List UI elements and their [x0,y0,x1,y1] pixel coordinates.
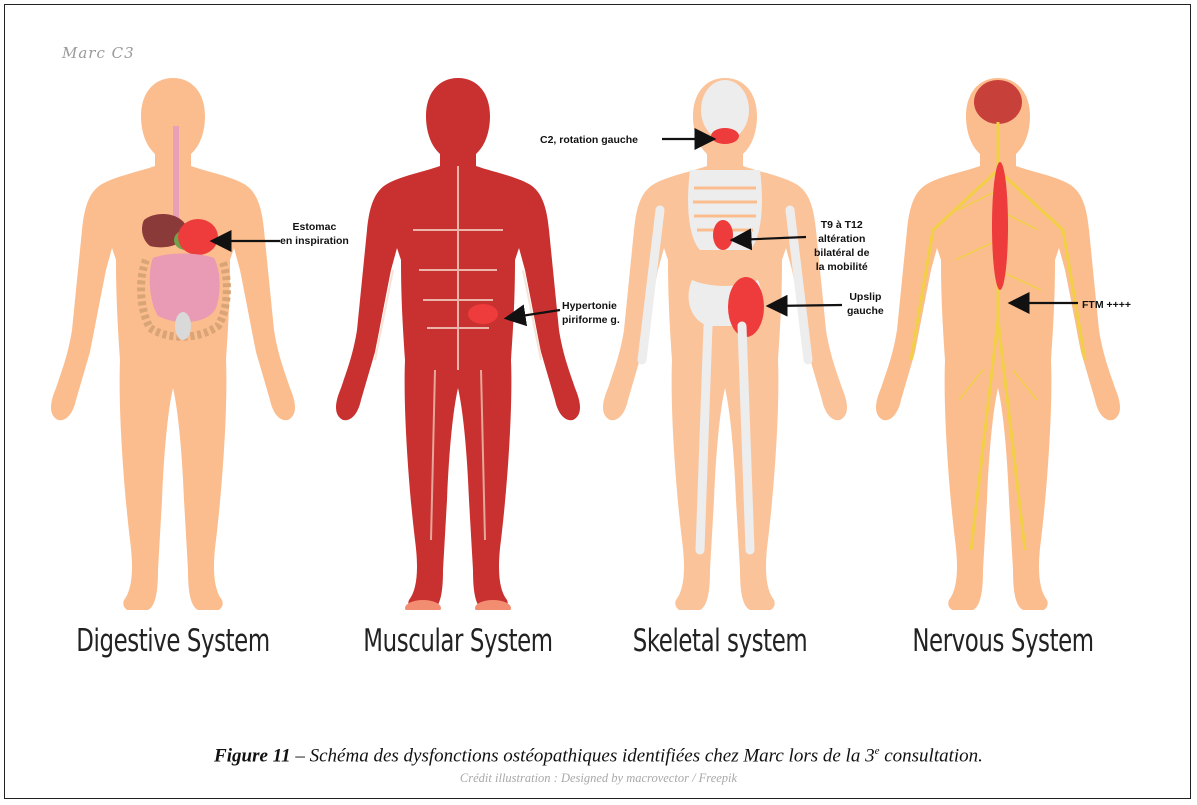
title-skeletal-system: Skeletal system [609,623,830,659]
annotation-estomac: Estomac en inspiration [280,220,349,248]
title-muscular-system: Muscular System [347,623,568,659]
title-nervous-system: Nervous System [892,623,1113,659]
title-digestive-system: Digestive System [62,623,283,659]
muscular-body-illustration [323,70,593,610]
figure-caption: Figure 11 – Schéma des dysfonctions osté… [0,745,1197,767]
caption-label: Figure 11 [214,745,291,766]
annotation-upslip: Upslip gauche [847,290,884,318]
annotation-ftm: FTM ++++ [1082,298,1131,312]
annotation-hypertonie: Hypertonie piriforme g. [562,299,620,327]
annotation-t9-t12: T9 à T12 altération bilatéral de la mobi… [814,218,869,274]
caption-text: Schéma des dysfonctions ostéopathiques i… [310,745,875,766]
nervous-panel [863,70,1133,610]
caption-dash: – [291,745,310,766]
nervous-body-illustration [863,70,1133,610]
skeletal-body-illustration [590,70,860,610]
caption-text-end: consultation. [879,745,982,766]
annotation-c2: C2, rotation gauche [540,133,638,147]
handwritten-note: Marc C3 [62,44,135,62]
illustration-credit: Crédit illustration : Designed by macrov… [0,771,1197,786]
digestive-panel [38,70,308,610]
muscular-panel [323,70,593,610]
skeletal-panel [590,70,860,610]
digestive-body-illustration [38,70,308,610]
